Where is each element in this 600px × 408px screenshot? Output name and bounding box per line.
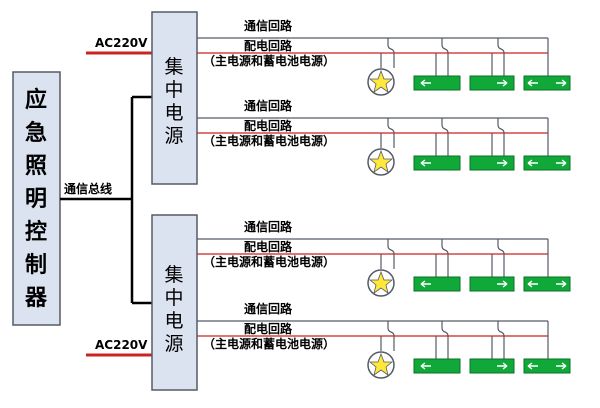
controller-char: 控 bbox=[25, 219, 47, 245]
dist-circuit-sublabel: （主电源和蓄电池电源） bbox=[203, 53, 335, 68]
power-supply-char: 集 bbox=[164, 264, 183, 286]
controller-char: 急 bbox=[25, 120, 47, 146]
power-label: AC220V bbox=[95, 338, 148, 352]
sign-drop bbox=[435, 38, 449, 76]
sign-drop bbox=[435, 118, 449, 156]
lamp-drop bbox=[387, 118, 395, 148]
power-feed-bottom: AC220V bbox=[86, 338, 152, 357]
exit-sign-bidirectional-icon bbox=[523, 358, 571, 374]
dist-circuit-sublabel: （主电源和蓄电池电源） bbox=[203, 336, 335, 351]
dist-circuit-label: 配电回路 bbox=[244, 118, 293, 133]
exit-sign-bidirectional-icon bbox=[523, 75, 571, 91]
controller-char: 器 bbox=[24, 286, 48, 311]
dist-circuit-sublabel: （主电源和蓄电池电源） bbox=[203, 133, 335, 148]
communication-bus: 通信总线 bbox=[60, 95, 152, 305]
sign-drop bbox=[491, 321, 505, 359]
power-supply-box bbox=[151, 214, 198, 391]
controller-block: 应 急 照 明 控 制 器 bbox=[12, 71, 61, 326]
power-supply-block-bottom: 集 中 电 源 bbox=[151, 214, 198, 391]
exit-sign-left-arrow-icon bbox=[413, 155, 461, 171]
exit-sign-right-arrow-icon bbox=[469, 75, 515, 91]
comm-circuit-label: 通信回路 bbox=[244, 219, 293, 234]
sign-drop bbox=[435, 321, 449, 359]
power-supply-box bbox=[151, 11, 198, 185]
exit-sign-left-arrow-icon bbox=[413, 75, 461, 91]
exit-sign-left-arrow-icon bbox=[413, 276, 461, 292]
star-lamp-icon bbox=[368, 270, 394, 294]
controller-char: 照 bbox=[25, 154, 47, 179]
branch-circuit-3: 通信回路 配电回路 （主电源和蓄电池电源） bbox=[197, 219, 571, 297]
branch-circuit-1: 通信回路 配电回路 （主电源和蓄电池电源） bbox=[197, 18, 571, 96]
power-feed-top: AC220V bbox=[86, 36, 152, 55]
dist-circuit-label: 配电回路 bbox=[244, 321, 293, 336]
power-supply-char: 集 bbox=[164, 56, 183, 78]
lamp-drop bbox=[387, 321, 395, 351]
dist-circuit-sublabel: （主电源和蓄电池电源） bbox=[203, 254, 335, 269]
star-lamp-icon bbox=[368, 69, 394, 93]
power-supply-char: 源 bbox=[164, 125, 183, 147]
sign-drop bbox=[491, 38, 505, 76]
power-supply-char: 电 bbox=[164, 310, 183, 332]
lamp-drop bbox=[387, 38, 395, 68]
branch-circuit-4: 通信回路 配电回路 （主电源和蓄电池电源） bbox=[197, 301, 571, 379]
power-supply-char: 源 bbox=[164, 333, 183, 355]
bus-label: 通信总线 bbox=[64, 181, 112, 196]
controller-char: 应 bbox=[25, 87, 47, 113]
exit-sign-right-arrow-icon bbox=[469, 155, 515, 171]
dist-circuit-label: 配电回路 bbox=[244, 38, 293, 53]
power-supply-char: 中 bbox=[164, 287, 183, 309]
comm-circuit-label: 通信回路 bbox=[244, 98, 293, 113]
exit-sign-bidirectional-icon bbox=[523, 155, 571, 171]
power-label: AC220V bbox=[95, 36, 148, 50]
branch-circuit-2: 通信回路 配电回路 （主电源和蓄电池电源） bbox=[197, 98, 571, 176]
controller-box bbox=[12, 71, 61, 326]
sign-drop bbox=[491, 239, 505, 277]
dist-circuit-label: 配电回路 bbox=[244, 239, 293, 254]
sign-drop bbox=[435, 239, 449, 277]
controller-char: 明 bbox=[25, 187, 47, 212]
power-supply-block-top: 集 中 电 源 bbox=[151, 11, 198, 185]
branch-circuit: 通信回路 配电回路 （主电源和蓄电池电源） bbox=[197, 18, 571, 379]
comm-circuit-label: 通信回路 bbox=[244, 18, 293, 33]
power-supply-char: 中 bbox=[164, 79, 183, 101]
exit-sign-bidirectional-icon bbox=[523, 276, 571, 292]
comm-circuit-label: 通信回路 bbox=[244, 301, 293, 316]
lamp-drop bbox=[387, 239, 395, 269]
exit-sign-right-arrow-icon bbox=[469, 358, 515, 374]
sign-drop bbox=[491, 118, 505, 156]
star-lamp-icon bbox=[368, 149, 394, 173]
exit-sign-left-arrow-icon bbox=[413, 358, 461, 374]
star-lamp-icon bbox=[368, 352, 394, 376]
controller-char: 制 bbox=[25, 253, 47, 278]
power-supply-char: 电 bbox=[164, 102, 183, 124]
exit-sign-right-arrow-icon bbox=[469, 276, 515, 292]
